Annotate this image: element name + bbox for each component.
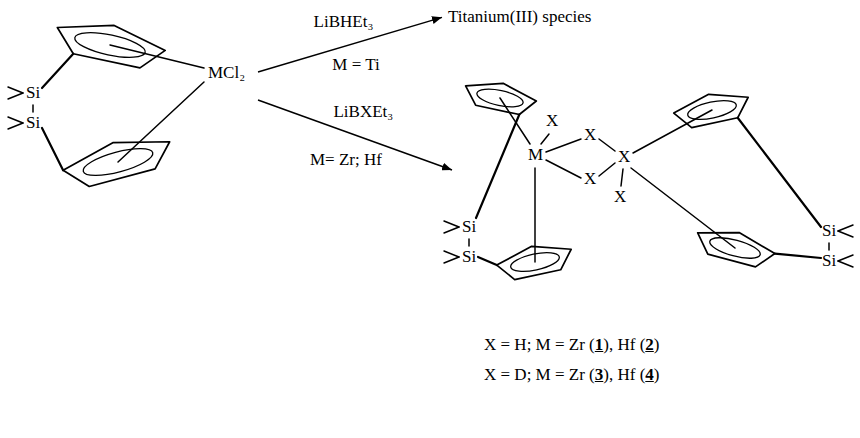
methyl-bond bbox=[8, 117, 23, 123]
methyl-bond bbox=[444, 257, 459, 263]
si-ring-bond bbox=[476, 115, 519, 218]
atom-label: Si bbox=[462, 248, 476, 267]
si-ring-bond bbox=[478, 257, 497, 265]
metal-hydride-bond bbox=[621, 169, 623, 186]
methyl-bond bbox=[838, 255, 853, 261]
bridge-bond bbox=[546, 139, 581, 152]
compound-caption: X = D; M = Zr (3), Hf (4) bbox=[482, 366, 661, 385]
si-ring-bond bbox=[42, 54, 73, 88]
si-ring-bond bbox=[775, 254, 821, 258]
methyl-bond bbox=[444, 221, 459, 227]
bridge-bond bbox=[599, 139, 615, 151]
atom-label: Si bbox=[26, 84, 40, 103]
product-box: Titanium(III) species bbox=[445, 6, 594, 29]
compound-caption: X = H; M = Zr (1), Hf (2) bbox=[482, 336, 661, 355]
atom-label: X bbox=[584, 126, 596, 145]
atom-label: X bbox=[614, 188, 626, 207]
ring-metal-bond bbox=[110, 45, 204, 68]
product-label: Titanium(III) species bbox=[448, 8, 591, 27]
methyl-bond bbox=[444, 251, 459, 257]
si-si-bond bbox=[32, 105, 34, 112]
methyl-bond bbox=[838, 225, 853, 231]
methyl-bond bbox=[838, 261, 853, 267]
atom-label: Si bbox=[822, 222, 836, 241]
methyl-bond bbox=[8, 87, 23, 93]
reagent-label: LiBHEt₃ bbox=[312, 13, 376, 32]
ring-metal-bond bbox=[631, 168, 735, 248]
methyl-bond bbox=[838, 231, 853, 237]
atom-label: MCl₂ bbox=[208, 64, 245, 83]
ring-metal-bond bbox=[500, 98, 530, 144]
ring-metal-bond bbox=[118, 82, 204, 162]
reactant-complex: SiSiMCl₂ bbox=[5, 12, 255, 212]
atom-label: X bbox=[584, 170, 596, 189]
cyclopentadienyl-ring bbox=[698, 233, 775, 267]
si-ring-bond bbox=[42, 128, 63, 170]
cyclopentadienyl-ring bbox=[497, 246, 571, 279]
ring-metal-bond bbox=[534, 168, 536, 262]
methyl-bond bbox=[444, 227, 459, 233]
bridge-bond bbox=[546, 160, 581, 178]
condition-label: M = Ti bbox=[330, 56, 381, 75]
reagent-label: LiBXEt₃ bbox=[331, 103, 395, 122]
bridge-bond bbox=[599, 163, 615, 176]
cyclopentadienyl-ring bbox=[63, 142, 170, 187]
atom-label: Si bbox=[822, 252, 836, 271]
si-si-bond bbox=[468, 239, 470, 246]
cyclopentadienyl-ring bbox=[57, 25, 165, 67]
atom-label: Si bbox=[26, 114, 40, 133]
metal-hydride-bond bbox=[541, 134, 549, 144]
si-ring-bond bbox=[738, 118, 821, 227]
ring-metal-bond bbox=[633, 110, 712, 153]
methyl-bond bbox=[8, 93, 23, 99]
atom-label: X bbox=[618, 148, 630, 167]
methyl-bond bbox=[8, 123, 23, 129]
condition-label: M= Zr; Hf bbox=[308, 151, 384, 170]
atom-label: Si bbox=[462, 218, 476, 237]
reaction-arrow bbox=[258, 100, 452, 170]
si-si-bond bbox=[828, 243, 830, 250]
atom-label: M bbox=[528, 146, 543, 165]
product-complex: MXXXXXSiSiSiSi bbox=[455, 95, 855, 310]
atom-label: X bbox=[546, 112, 558, 131]
